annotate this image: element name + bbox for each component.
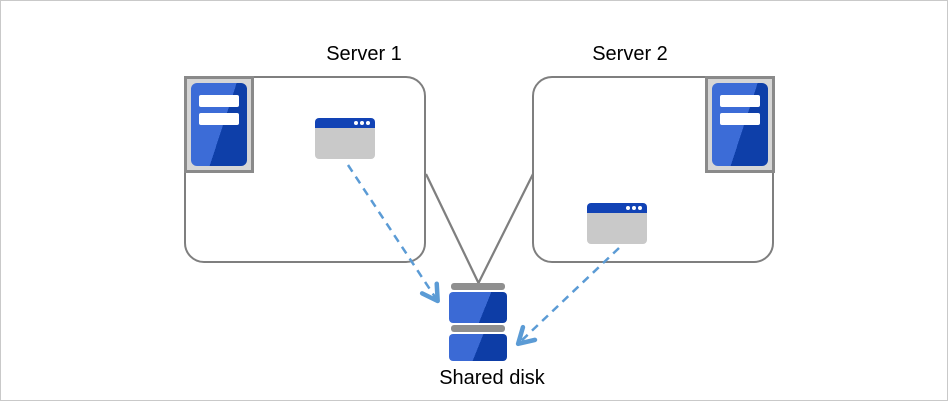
window-titlebar [315,118,375,128]
disk-cap [451,325,505,332]
disk-unit [449,334,507,361]
window-body [315,128,375,159]
server-tower-body [712,83,768,166]
window-dot-icon [360,121,364,125]
window-dot-icon [632,206,636,210]
shared-disk-label: Shared disk [439,367,545,389]
disk-unit [449,292,507,323]
window-body [587,213,647,244]
server-2-label: Server 2 [592,43,668,65]
server-drive-slot [720,95,760,107]
window-dot-icon [626,206,630,210]
connector-line-server1-to-disk [424,173,480,284]
server-tower-icon [184,76,254,173]
shared-disk-icon [449,283,507,361]
server-1-label: Server 1 [326,43,402,65]
window-titlebar [587,203,647,213]
app-window-icon [587,203,647,244]
server-drive-slot [199,95,239,107]
server-tower-icon [705,76,775,173]
window-dot-icon [366,121,370,125]
disk-cap [451,283,505,290]
server-drive-slot [720,113,760,125]
server-tower-body [191,83,247,166]
window-dot-icon [638,206,642,210]
app-window-icon [315,118,375,159]
window-dot-icon [354,121,358,125]
server-drive-slot [199,113,239,125]
